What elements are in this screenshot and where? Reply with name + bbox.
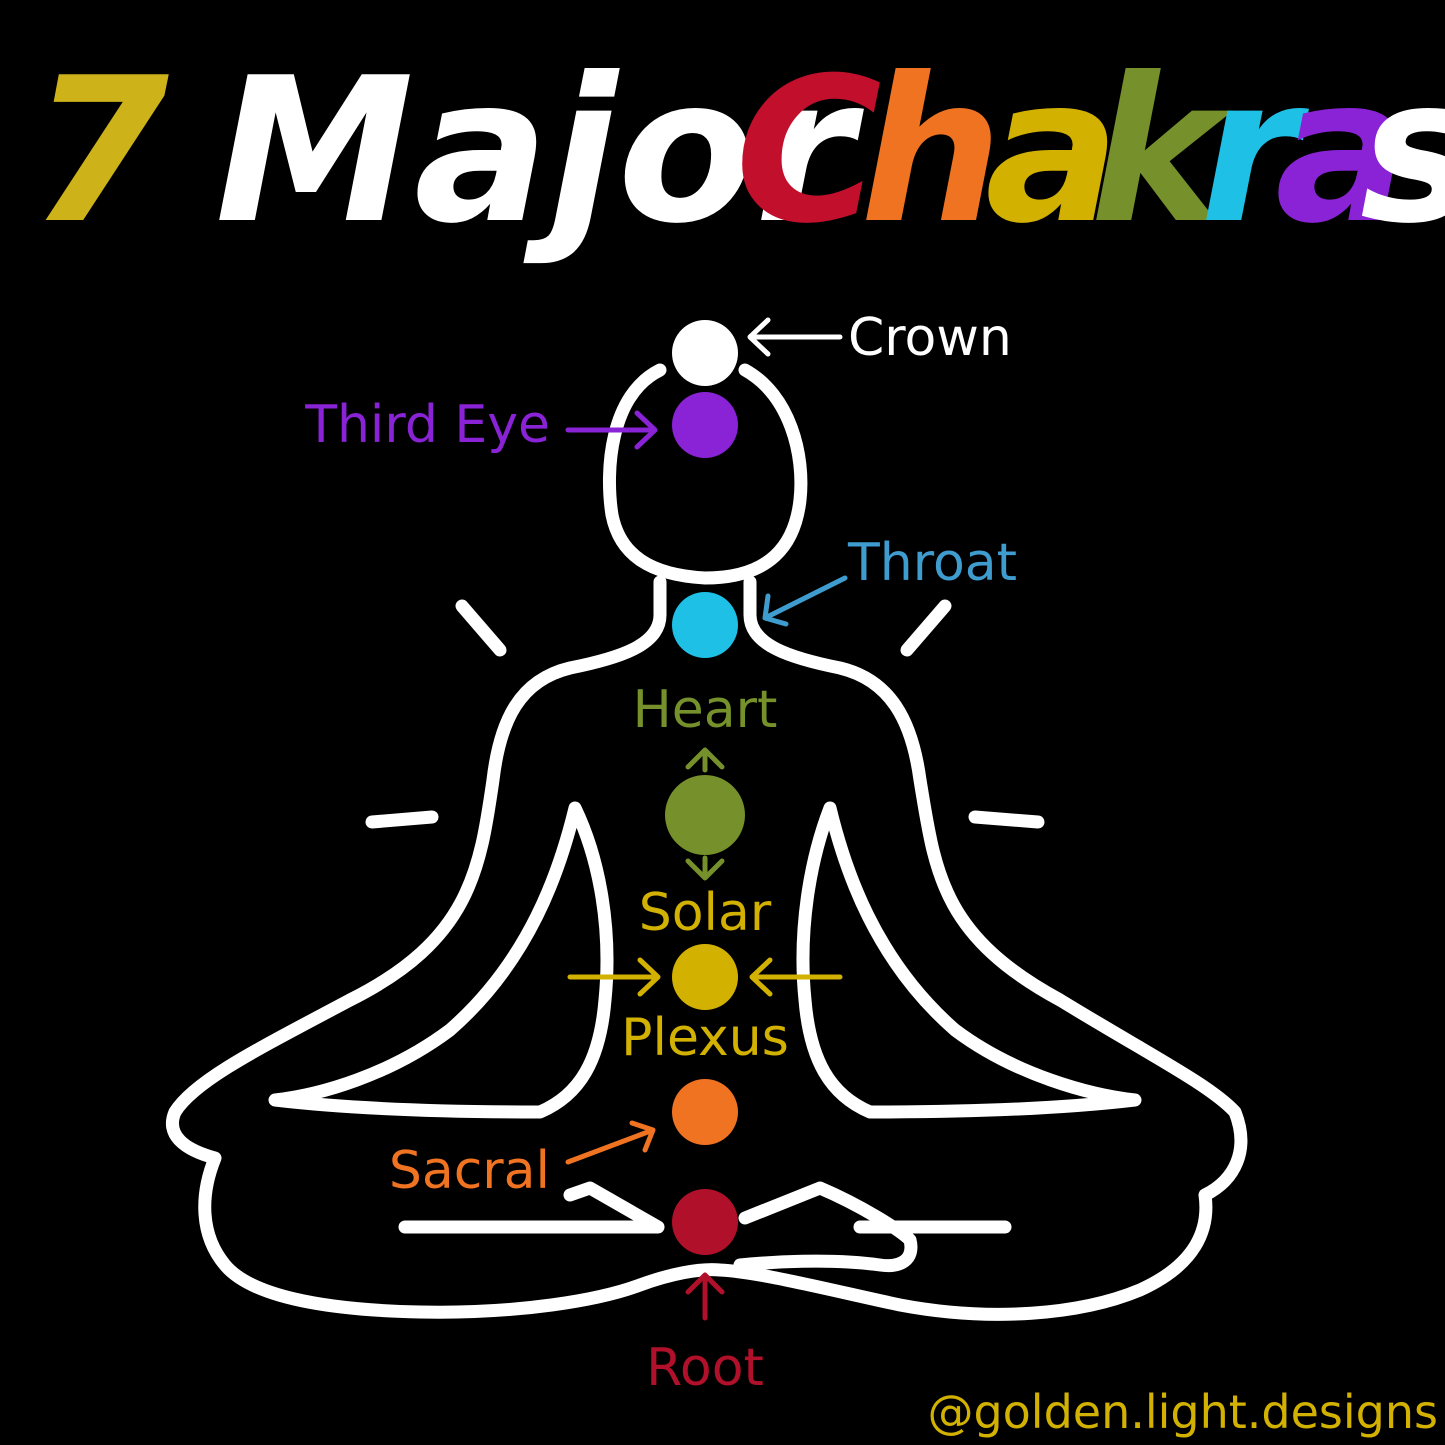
title-letter-s: s	[1360, 35, 1445, 268]
ray-left	[365, 810, 439, 829]
heart-up-arrow-icon	[685, 747, 725, 773]
left-hand	[398, 1181, 665, 1234]
poster-title: 7 Major C h a k r a s	[30, 35, 1445, 268]
label-plexus: Plexus	[621, 1008, 789, 1068]
solar-left-arrow-icon	[567, 957, 661, 997]
label-third-eye: Third Eye	[304, 395, 550, 455]
head-outline	[602, 363, 808, 585]
title-letter-h: h	[860, 35, 1002, 268]
chakra-points	[665, 320, 745, 1255]
label-root: Root	[646, 1338, 764, 1398]
sacral-chakra	[672, 1079, 738, 1145]
solar-plexus-chakra	[672, 944, 738, 1010]
title-word-major: Major	[215, 35, 864, 268]
label-solar: Solar	[639, 883, 772, 943]
solar-right-arrow-icon	[749, 957, 843, 997]
title-letter-c: C	[735, 35, 882, 268]
title-letter-k: k	[1090, 35, 1234, 268]
right-hand	[733, 1181, 1012, 1273]
third-eye-arrow-icon	[565, 410, 658, 450]
ray-upper-left	[455, 599, 507, 657]
root-arrow-icon	[685, 1272, 725, 1321]
torso-outline	[165, 575, 1248, 1321]
left-inner-arm	[268, 801, 614, 1119]
title-number: 7	[30, 35, 169, 268]
ray-upper-right	[900, 599, 952, 657]
crown-chakra	[672, 320, 738, 386]
label-crown: Crown	[848, 308, 1012, 368]
heart-chakra	[665, 775, 745, 855]
title-letter-a: a	[985, 35, 1120, 268]
label-throat: Throat	[847, 533, 1017, 593]
crown-arrow-icon	[747, 317, 843, 357]
label-heart: Heart	[633, 680, 778, 740]
heart-down-arrow-icon	[685, 855, 725, 881]
throat-chakra	[672, 592, 738, 658]
throat-arrow-icon	[762, 575, 848, 627]
third-eye-chakra	[672, 392, 738, 458]
root-chakra	[672, 1189, 738, 1255]
title-letter-r: r	[1200, 35, 1309, 268]
ray-right	[968, 810, 1045, 829]
label-sacral: Sacral	[389, 1141, 550, 1201]
right-inner-arm	[796, 801, 1142, 1119]
credit-handle: @golden.light.designs	[927, 1385, 1438, 1439]
sacral-arrow-icon	[565, 1120, 656, 1165]
pointer-arrows	[565, 317, 848, 1321]
title-letter-a2: a	[1275, 35, 1410, 268]
chakra-labels: Crown Third Eye Throat Heart Solar Plexu…	[304, 308, 1017, 1398]
